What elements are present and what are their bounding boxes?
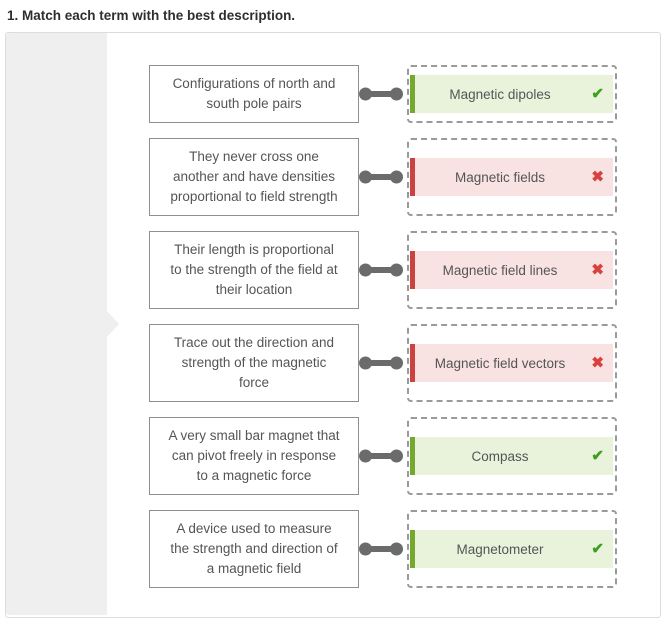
answer-chip[interactable]: Magnetometer ✔ [410, 530, 613, 568]
match-row: Configurations of north and south pole p… [149, 65, 617, 123]
connector-dot-icon [390, 263, 403, 277]
description-text: Their length is proportional to the stre… [170, 242, 338, 297]
description-box: Trace out the direction and strength of … [149, 324, 359, 402]
drop-target[interactable]: Magnetic fields ✖ [407, 138, 617, 216]
drop-target[interactable]: Magnetic field vectors ✖ [407, 324, 617, 402]
match-row: They never cross one another and have de… [149, 138, 617, 216]
connection-link [359, 263, 403, 277]
connector-dot-icon [390, 542, 403, 556]
match-rows: Configurations of north and south pole p… [149, 65, 617, 588]
answer-chip[interactable]: Compass ✔ [410, 437, 613, 475]
description-box: Their length is proportional to the stre… [149, 231, 359, 309]
drop-target[interactable]: Magnetic dipoles ✔ [407, 65, 617, 123]
connector-bar [365, 360, 397, 366]
description-text: Configurations of north and south pole p… [172, 76, 336, 111]
check-icon: ✔ [591, 447, 604, 465]
term-label: Magnetometer [456, 541, 544, 557]
connection-link [359, 542, 403, 556]
term-label: Magnetic field vectors [434, 355, 566, 371]
sidebar-pointer-icon [107, 311, 119, 337]
page-title: 1. Match each term with the best descrip… [7, 8, 296, 23]
connector-bar [365, 453, 397, 459]
connection-link [359, 356, 403, 370]
description-box: They never cross one another and have de… [149, 138, 359, 216]
description-box: A device used to measure the strength an… [149, 510, 359, 588]
description-text: Trace out the direction and strength of … [173, 335, 335, 390]
check-icon: ✔ [591, 540, 604, 558]
description-text: A device used to measure the strength an… [170, 521, 338, 576]
drop-target[interactable]: Compass ✔ [407, 417, 617, 495]
cross-icon: ✖ [591, 168, 604, 186]
description-box: Configurations of north and south pole p… [149, 65, 359, 123]
connector-dot-icon [390, 449, 403, 463]
term-label: Magnetic dipoles [449, 86, 551, 102]
term-label: Compass [471, 448, 529, 464]
connection-link [359, 449, 403, 463]
cross-icon: ✖ [591, 354, 604, 372]
answer-chip[interactable]: Magnetic dipoles ✔ [410, 75, 613, 113]
connector-bar [365, 546, 397, 552]
match-row: Trace out the direction and strength of … [149, 324, 617, 402]
connection-link [359, 170, 403, 184]
term-label: Magnetic fields [454, 169, 546, 185]
answer-chip[interactable]: Magnetic fields ✖ [410, 158, 613, 196]
cross-icon: ✖ [591, 261, 604, 279]
connection-link [359, 87, 403, 101]
connector-bar [365, 91, 397, 97]
term-label: Magnetic field lines [442, 262, 558, 278]
connector-bar [365, 174, 397, 180]
drop-target[interactable]: Magnetometer ✔ [407, 510, 617, 588]
drop-target[interactable]: Magnetic field lines ✖ [407, 231, 617, 309]
connector-dot-icon [390, 170, 403, 184]
connector-dot-icon [390, 87, 403, 101]
question-panel: Configurations of north and south pole p… [5, 32, 661, 618]
description-text: They never cross one another and have de… [170, 149, 338, 204]
match-row: A very small bar magnet that can pivot f… [149, 417, 617, 495]
answer-chip[interactable]: Magnetic field lines ✖ [410, 251, 613, 289]
answer-chip[interactable]: Magnetic field vectors ✖ [410, 344, 613, 382]
connector-bar [365, 267, 397, 273]
match-row: A device used to measure the strength an… [149, 510, 617, 588]
match-row: Their length is proportional to the stre… [149, 231, 617, 309]
description-text: A very small bar magnet that can pivot f… [168, 428, 340, 483]
question-sidebar [6, 33, 119, 615]
connector-dot-icon [390, 356, 403, 370]
check-icon: ✔ [591, 85, 604, 103]
description-box: A very small bar magnet that can pivot f… [149, 417, 359, 495]
